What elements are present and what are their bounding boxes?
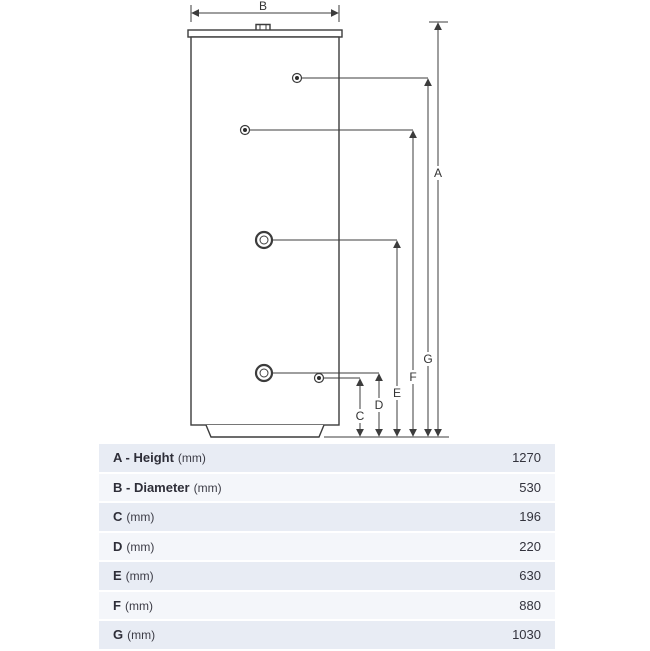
spec-dim-name: F <box>113 597 121 613</box>
spec-label: E(mm) <box>113 568 154 583</box>
spec-row-d: D(mm) 220 <box>99 532 555 560</box>
dim-label-c: C <box>356 409 365 423</box>
spec-row-e: E(mm) 630 <box>99 562 555 590</box>
spec-label: B - Diameter(mm) <box>113 480 222 495</box>
port-c <box>313 372 325 384</box>
spec-unit: (mm) <box>127 628 156 643</box>
dim-label-b: B <box>259 0 267 13</box>
spec-dim-name: A - Height <box>113 450 174 466</box>
spec-row-c: C(mm) 196 <box>99 503 555 531</box>
tank-base <box>205 424 325 438</box>
spec-label: F(mm) <box>113 598 153 613</box>
spec-row-g: G(mm) 1030 <box>99 621 555 649</box>
spec-value: 880 <box>519 597 541 613</box>
spec-value: 530 <box>519 479 541 495</box>
dim-label-f: F <box>409 370 416 384</box>
spec-value: 630 <box>519 568 541 584</box>
dim-label-d: D <box>375 398 384 412</box>
spec-row-a-height: A - Height(mm) 1270 <box>99 444 555 472</box>
spec-dim-name: B - Diameter <box>113 479 190 495</box>
port-e <box>254 230 274 250</box>
spec-unit: (mm) <box>177 451 206 466</box>
port-f <box>239 124 251 136</box>
port-d <box>254 363 274 383</box>
spec-unit: (mm) <box>124 598 153 613</box>
water-cylinder-dimension-diagram: B A G <box>187 0 449 438</box>
dimension-diagram-area: B A G <box>187 0 449 438</box>
tank-top-fitting <box>255 23 271 30</box>
spec-unit: (mm) <box>193 480 222 495</box>
spec-dim-name: C <box>113 509 123 525</box>
tank-lid <box>187 29 343 38</box>
dimensions-table: A - Height(mm) 1270 B - Diameter(mm) 530… <box>99 444 555 651</box>
spec-label: C(mm) <box>113 509 154 524</box>
dim-label-e: E <box>393 386 401 400</box>
spec-row-b-diameter: B - Diameter(mm) 530 <box>99 473 555 501</box>
spec-value: 1030 <box>512 627 541 643</box>
dim-label-g: G <box>423 352 432 366</box>
spec-unit: (mm) <box>126 510 155 525</box>
spec-value: 220 <box>519 538 541 554</box>
spec-row-f: F(mm) 880 <box>99 591 555 619</box>
spec-value: 1270 <box>512 450 541 466</box>
spec-unit: (mm) <box>125 569 154 584</box>
spec-label: G(mm) <box>113 627 155 642</box>
spec-dim-name: D <box>113 538 123 554</box>
spec-dim-name: E <box>113 568 122 584</box>
dim-label-a: A <box>434 166 442 180</box>
spec-label: D(mm) <box>113 539 154 554</box>
port-g <box>291 72 303 84</box>
spec-value: 196 <box>519 509 541 525</box>
spec-dim-name: G <box>113 627 124 643</box>
spec-unit: (mm) <box>126 539 155 554</box>
spec-label: A - Height(mm) <box>113 450 206 465</box>
